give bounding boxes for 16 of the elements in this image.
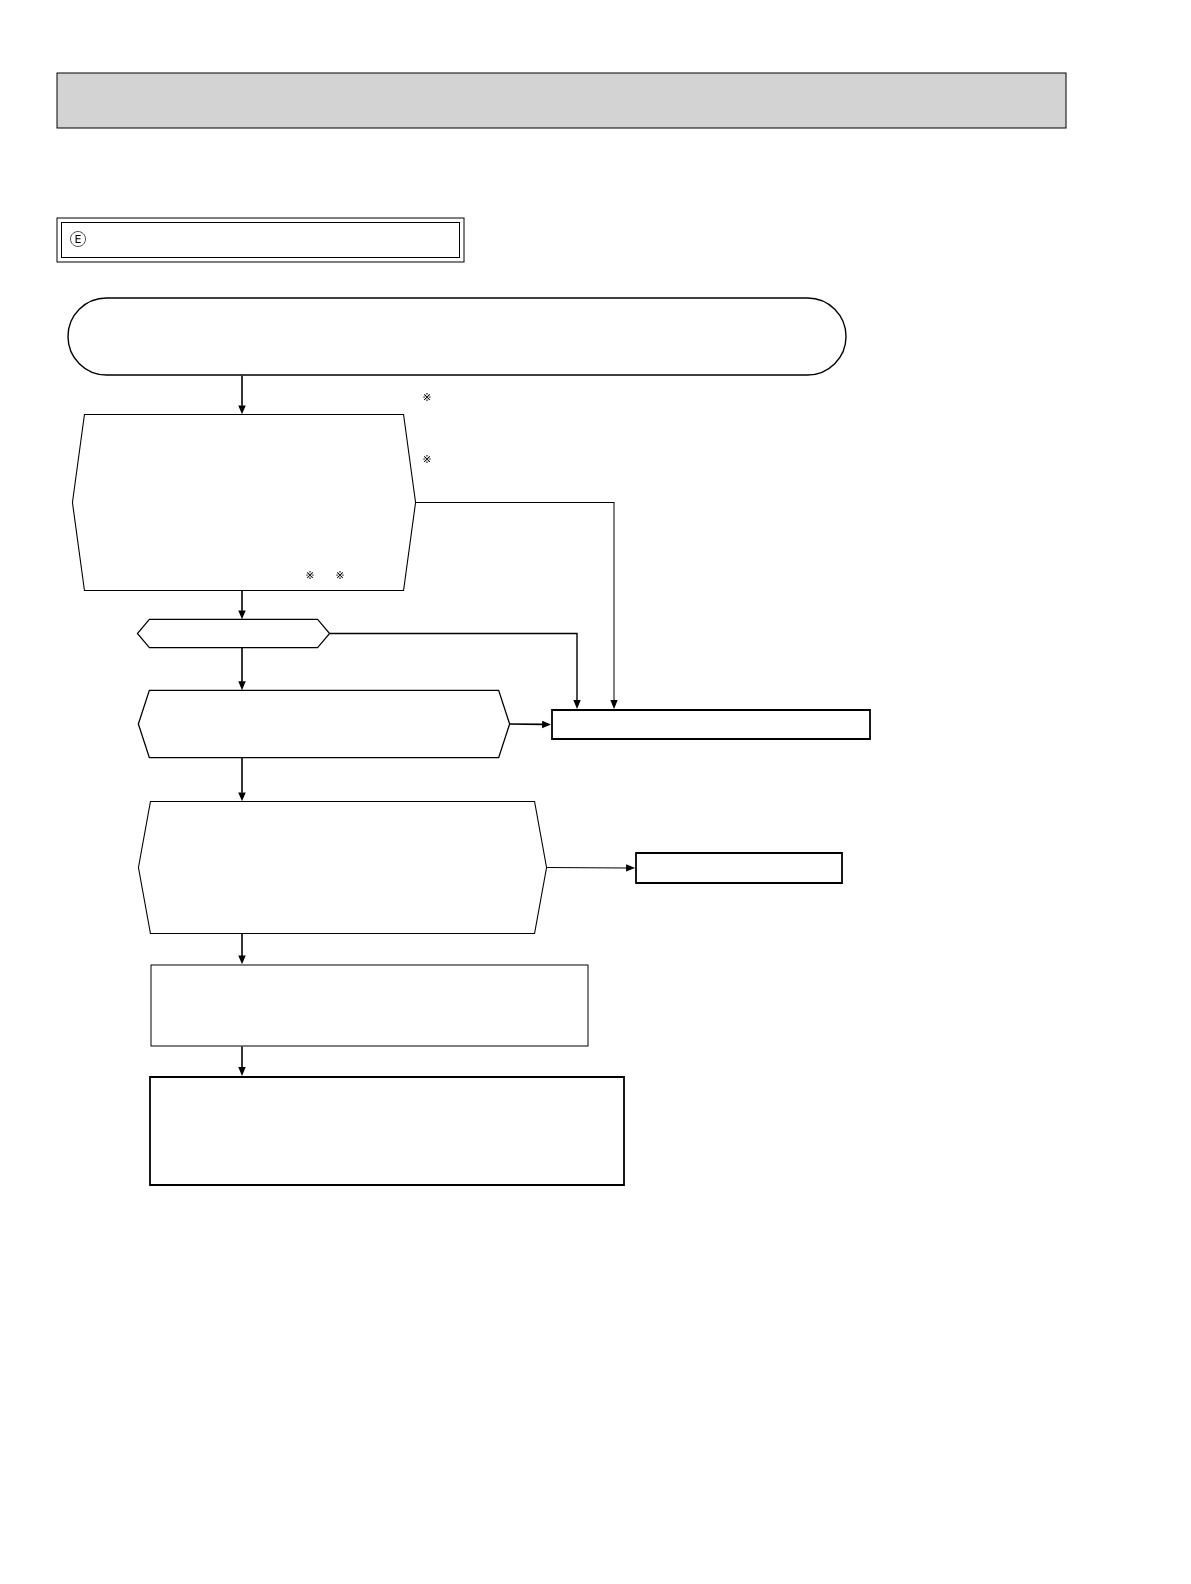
arrow [546, 864, 635, 872]
process-box [150, 964, 589, 1047]
process-box [149, 1076, 625, 1186]
arrow [415, 502, 618, 709]
reference-mark: ※ [423, 455, 431, 463]
process-box [551, 709, 871, 740]
reference-mark: ※ [306, 571, 314, 579]
reference-mark: ※ [336, 571, 344, 579]
terminal-capsule [67, 297, 847, 376]
decision-hexagon [136, 618, 331, 649]
decision-hexagon [137, 800, 548, 935]
process-box [635, 852, 843, 884]
header-bar [56, 72, 1067, 129]
reference-mark: ※ [423, 393, 431, 401]
circled-letter: E [70, 231, 86, 247]
decision-hexagon [137, 689, 511, 759]
